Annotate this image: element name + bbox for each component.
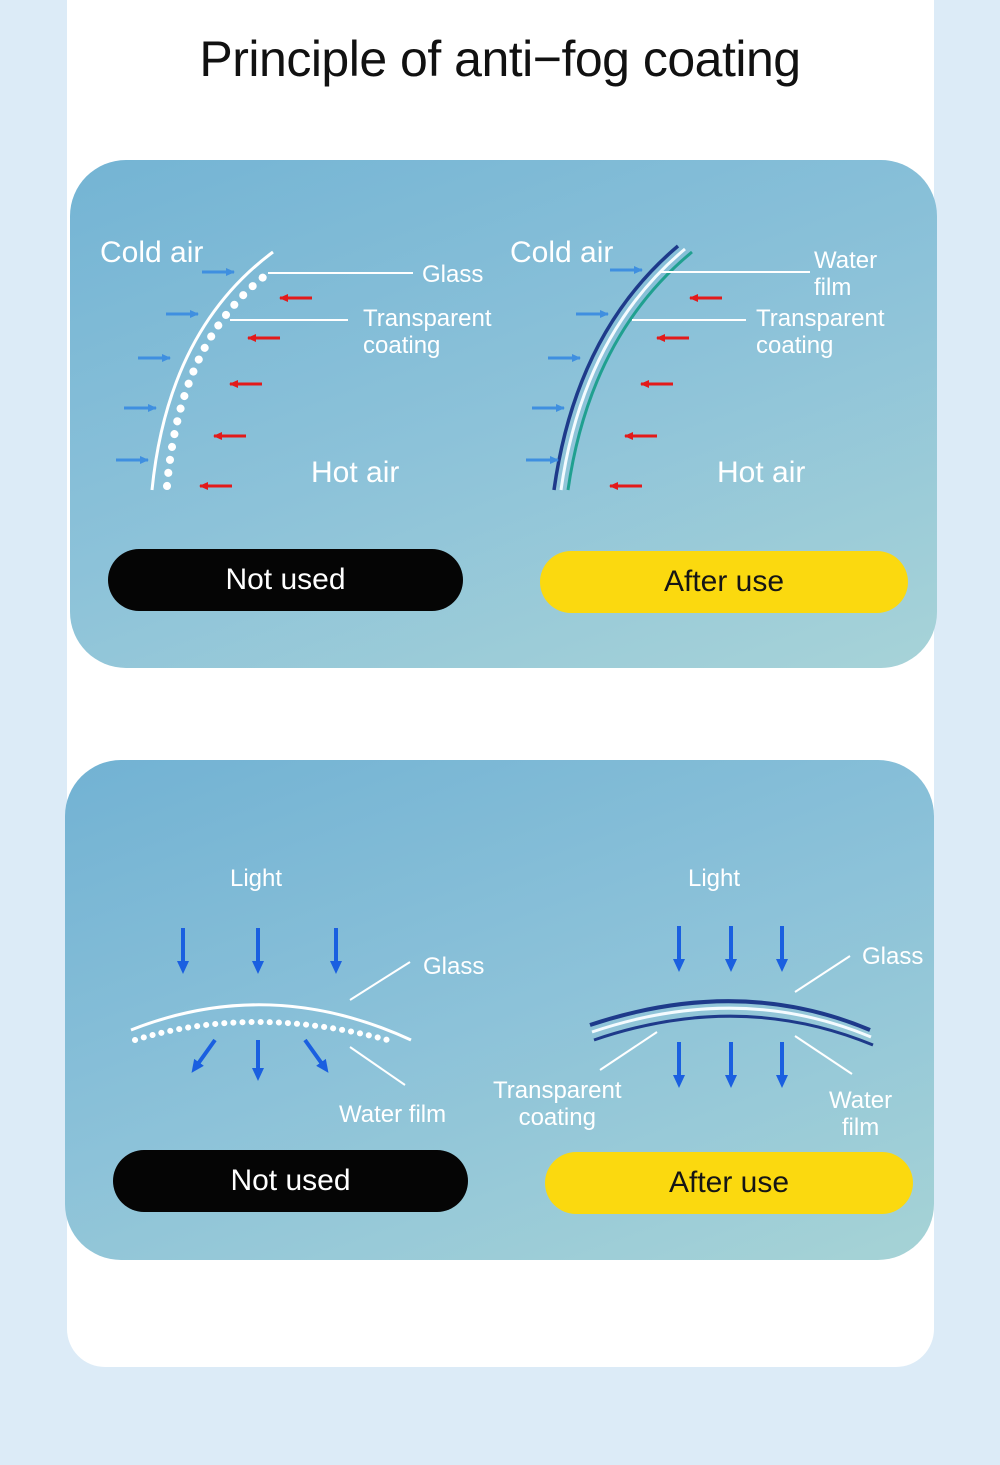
not-used-fog-illustration	[116, 250, 413, 491]
glass-label: Glass	[422, 261, 484, 288]
water-film-label: Water film	[829, 1087, 893, 1141]
not-used-badge[interactable]: Not used	[108, 549, 463, 611]
incoming-light-arrows	[673, 926, 788, 972]
cold-air-label: Cold air	[510, 236, 614, 269]
hot-air-label: Hot air	[717, 456, 806, 489]
callout-lines	[230, 272, 413, 321]
hot-air-arrows	[609, 294, 722, 490]
hot-air-label: Hot air	[311, 456, 400, 489]
glass-label: Glass	[862, 943, 924, 970]
water-droplets	[132, 1019, 398, 1045]
not-used-badge[interactable]: Not used	[113, 1150, 468, 1212]
after-use-light-illustration	[589, 926, 874, 1088]
page-title: Principle of anti−fog coating	[199, 31, 801, 87]
scattered-light-arrows	[191, 1038, 329, 1081]
water-film-curve	[591, 1006, 872, 1039]
fog-principle-panel: Cold air Glass Transparent coating Hot a…	[70, 160, 937, 668]
cold-air-arrows	[526, 266, 643, 464]
transparent-coating-label: Transparent coating	[756, 305, 885, 359]
fog-droplets	[163, 268, 274, 490]
light-principle-panel: Light Glass Water film Light Glass Trans…	[65, 760, 934, 1260]
fog-diagram	[116, 244, 810, 491]
light-arrow	[191, 1038, 217, 1073]
callout-lines	[599, 955, 853, 1075]
light-label: Light	[230, 865, 283, 892]
glass-curve	[589, 999, 871, 1032]
light-label: Light	[688, 865, 741, 892]
incoming-light-arrows	[177, 928, 342, 974]
coating-curve	[566, 250, 693, 491]
not-used-light-illustration	[130, 928, 412, 1086]
transmitted-light-arrows	[673, 1042, 788, 1088]
callout-lines	[632, 271, 810, 321]
coating-curve	[593, 1014, 874, 1047]
water-film-label: Water film	[339, 1101, 447, 1128]
hot-air-arrows	[199, 294, 312, 490]
glass-curve	[130, 1003, 412, 1042]
transparent-coating-label: Transparent coating	[493, 1077, 622, 1131]
cold-air-label: Cold air	[100, 236, 204, 269]
after-use-fog-illustration	[526, 244, 810, 491]
after-use-badge[interactable]: After use	[545, 1152, 913, 1214]
transparent-coating-label: Transparent coating	[363, 305, 492, 359]
light-diagram	[130, 926, 874, 1088]
water-film-curve	[559, 247, 686, 491]
cold-air-arrows	[116, 268, 235, 464]
callout-lines	[349, 961, 411, 1086]
glass-curve	[552, 244, 680, 491]
glass-curve	[150, 250, 274, 491]
light-arrow	[303, 1038, 329, 1073]
glass-label: Glass	[423, 953, 485, 980]
after-use-badge[interactable]: After use	[540, 551, 908, 613]
water-film-label: Water film	[814, 247, 878, 301]
